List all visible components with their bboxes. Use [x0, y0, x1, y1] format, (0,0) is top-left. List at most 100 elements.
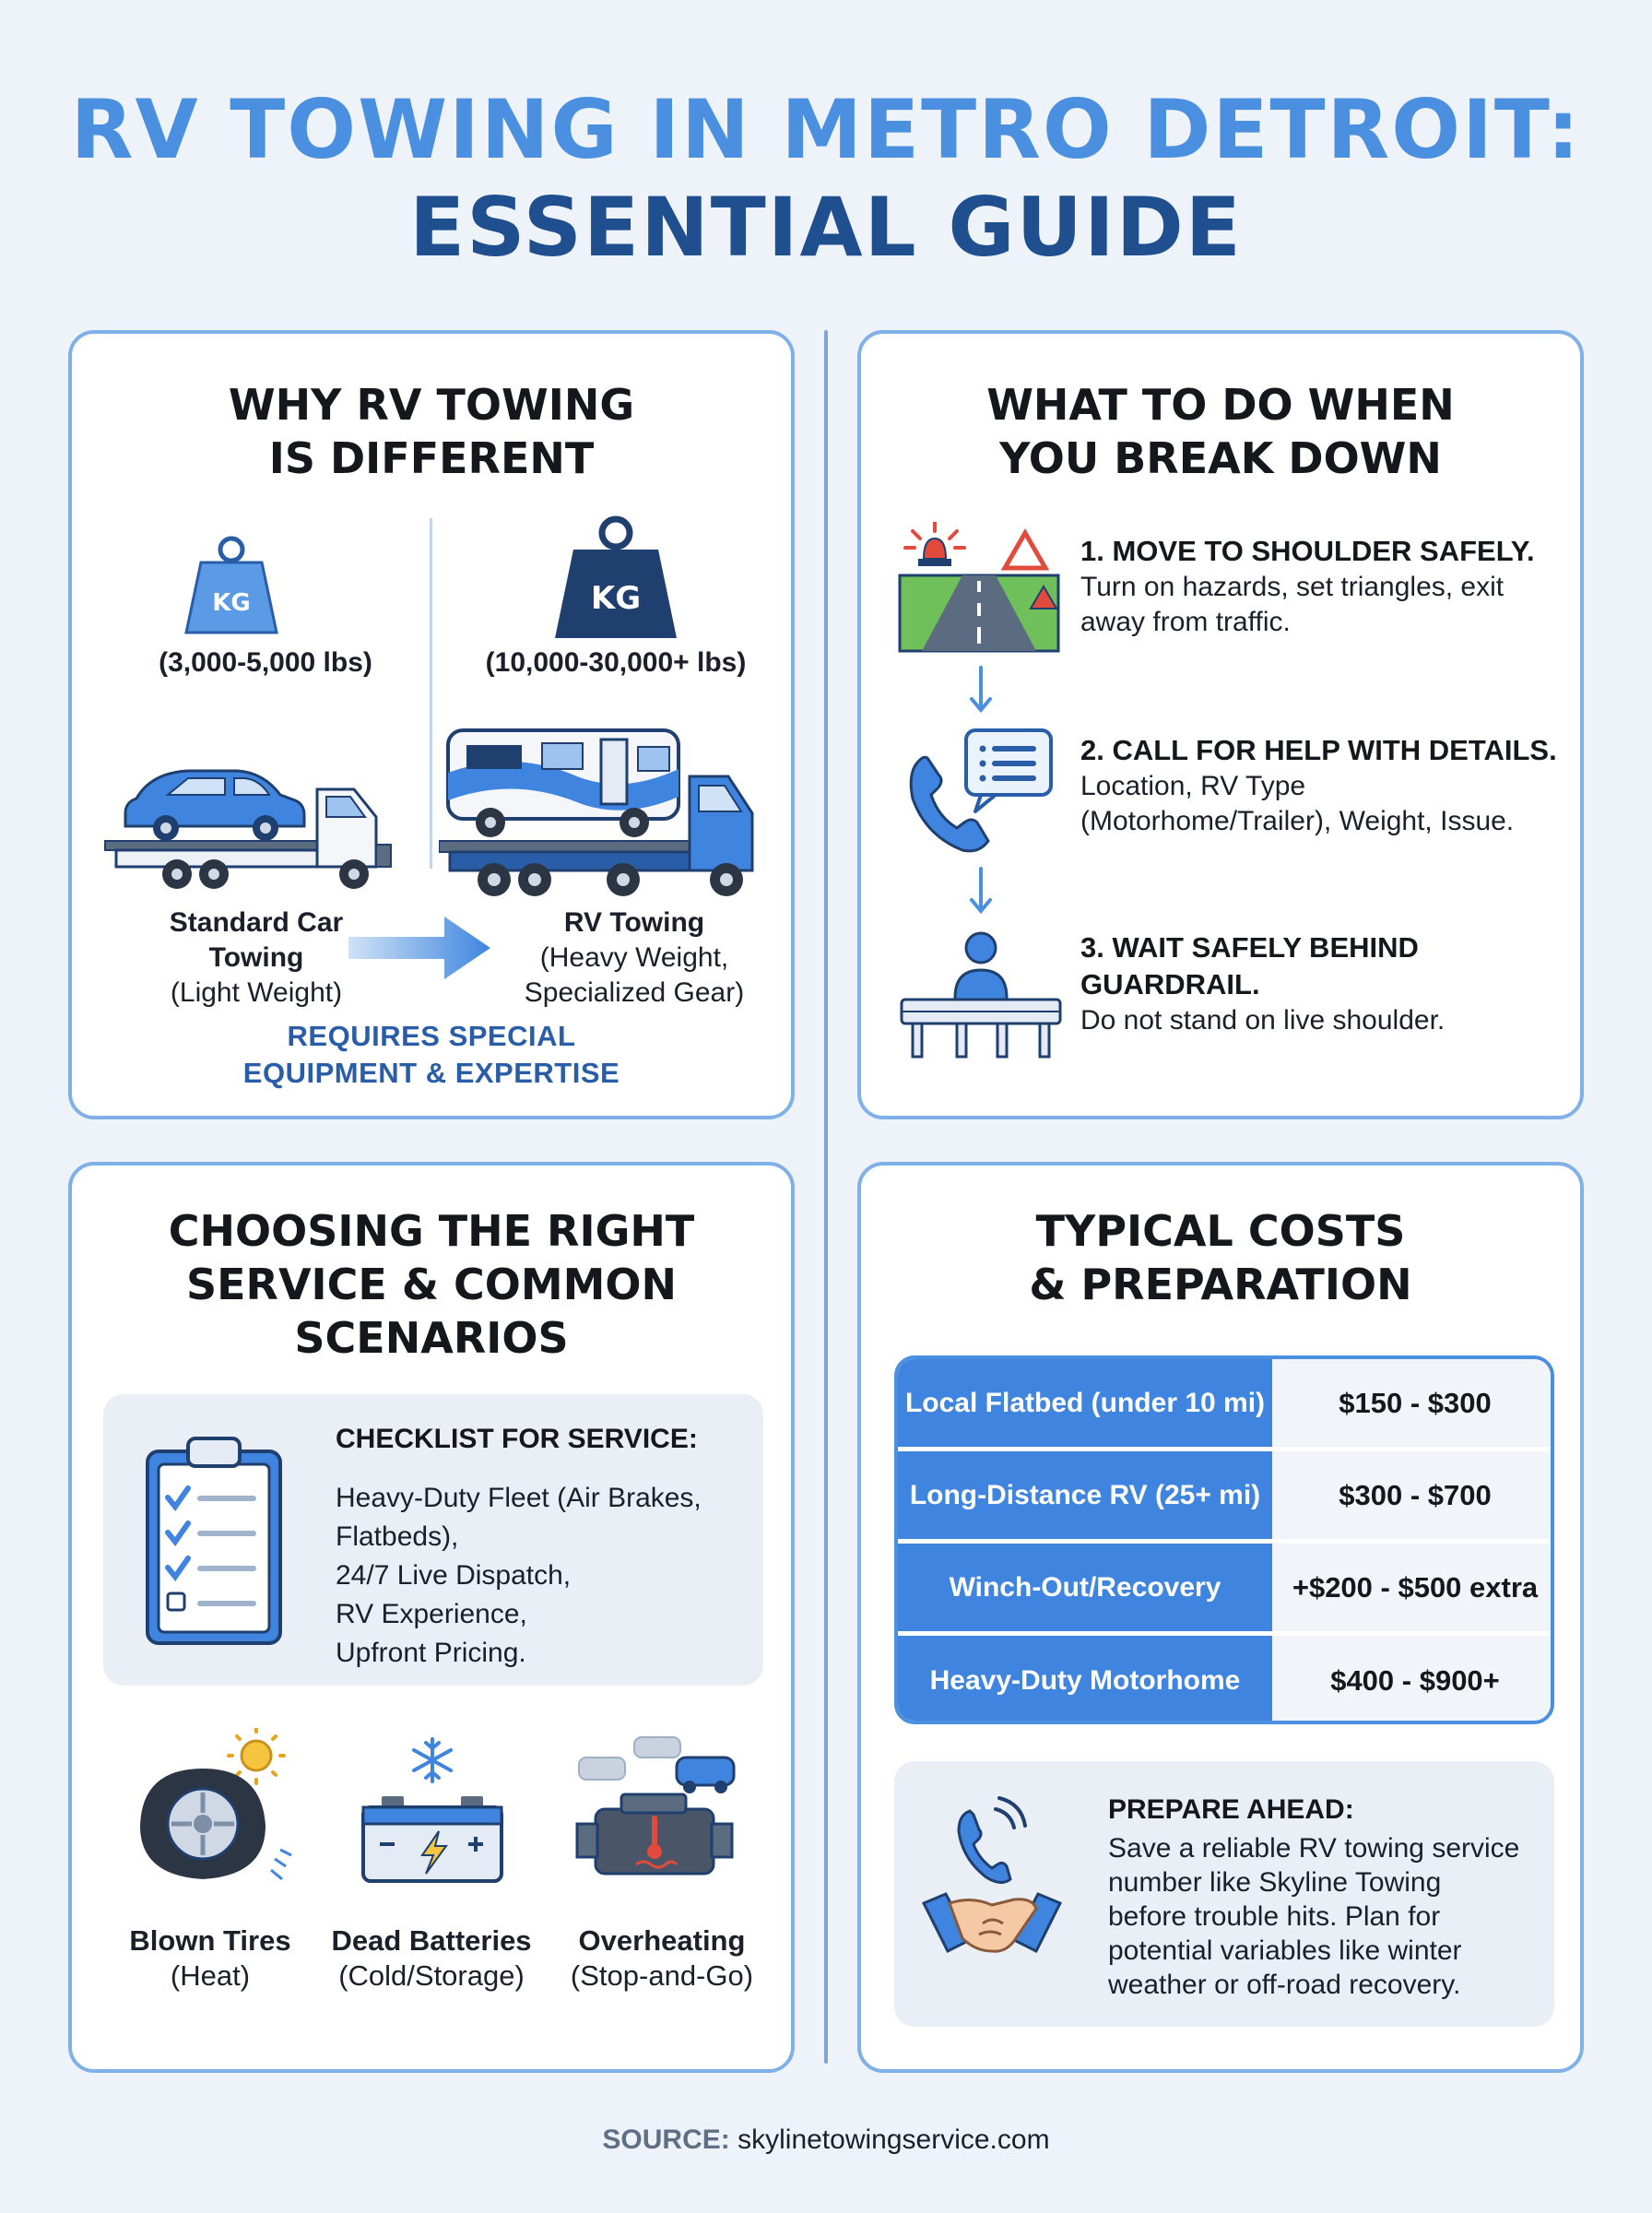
step-2-heading: 2. CALL FOR HELP WITH DETAILS.: [1080, 734, 1557, 766]
table-row: Local Flatbed (under 10 mi) $150 - $300: [898, 1359, 1551, 1450]
cost-price: +$200 - $500 extra: [1272, 1544, 1551, 1631]
table-row: Heavy-Duty Motorhome $400 - $900+: [898, 1636, 1551, 1721]
tire-sun-icon: [140, 1728, 292, 1881]
phone-chat-icon: [909, 728, 1053, 853]
road-hazard-icon: [898, 522, 1060, 653]
prepare-ahead-heading: PREPARE AHEAD:: [1108, 1794, 1354, 1825]
source-url: skylinetowingservice.com: [738, 2124, 1050, 2155]
breakdown-panel-title: WHAT TO DO WHEN YOU BREAK DOWN: [861, 378, 1580, 485]
guardrail-person-icon: [900, 931, 1062, 1059]
car-tow-truck-icon: [104, 769, 392, 889]
prepare-ahead-line: potential variables like winter: [1108, 1935, 1462, 1966]
step-2-body-line-1: Location, RV Type: [1080, 771, 1306, 801]
scenario-blown-tires: Blown Tires (Heat): [90, 1923, 330, 1994]
light-weight-range: (3,000-5,000 lbs): [159, 647, 372, 678]
breakdown-title-line-2: YOU BREAK DOWN: [999, 433, 1442, 483]
heavy-kg-text: KG: [591, 580, 641, 617]
table-row: Winch-Out/Recovery +$200 - $500 extra: [898, 1544, 1551, 1634]
choosing-title-line-1: CHOOSING THE RIGHT: [168, 1206, 695, 1256]
right-caption-line-2: (Heavy Weight,: [539, 942, 729, 973]
checklist-item: 24/7 Live Dispatch,: [336, 1560, 572, 1591]
why-title-line-1: WHY RV TOWING: [228, 380, 635, 430]
heavy-weight-icon: KG: [555, 515, 677, 638]
step-3-heading-line-2: GUARDRAIL.: [1080, 968, 1260, 1000]
step-1-heading: 1. MOVE TO SHOULDER SAFELY.: [1080, 535, 1535, 567]
scenario-cause: (Cold/Storage): [338, 1959, 525, 1992]
prepare-ahead-line: before trouble hits. Plan for: [1108, 1901, 1441, 1932]
costs-title-line-1: TYPICAL COSTS: [1035, 1206, 1406, 1256]
cost-service-name: Long-Distance RV (25+ mi): [898, 1451, 1272, 1539]
left-caption-line-1: Standard Car: [169, 907, 344, 938]
costs-title-line-2: & PREPARATION: [1029, 1260, 1412, 1309]
clipboard-checklist-icon: [146, 1437, 282, 1645]
title-line-1: RV TOWING IN METRO DETROIT:: [70, 82, 1582, 177]
step-3: 3. WAIT SAFELY BEHIND GUARDRAIL. Do not …: [1080, 929, 1569, 1038]
service-checklist-box: CHECKLIST FOR SERVICE: Heavy-Duty Fleet …: [103, 1394, 763, 1686]
standard-car-towing-caption: Standard Car Towing (Light Weight): [127, 905, 385, 1011]
table-row: Long-Distance RV (25+ mi) $300 - $700: [898, 1451, 1551, 1542]
requires-line-1: REQUIRES SPECIAL: [287, 1020, 576, 1052]
battery-snow-icon: [361, 1737, 503, 1883]
cost-service-name: Heavy-Duty Motorhome: [898, 1636, 1272, 1721]
step-1-body-line-1: Turn on hazards, set triangles, exit: [1080, 572, 1504, 602]
cost-price: $300 - $700: [1272, 1451, 1551, 1539]
rv-tow-truck-icon: [439, 728, 754, 896]
step-2: 2. CALL FOR HELP WITH DETAILS. Location,…: [1080, 732, 1578, 839]
choosing-title-line-3: SCENARIOS: [294, 1313, 569, 1363]
why-title-line-2: IS DIFFERENT: [268, 433, 595, 483]
scenario-name: Blown Tires: [129, 1924, 291, 1957]
prepare-ahead-text: PREPARE AHEAD: Save a reliable RV towing…: [1108, 1794, 1541, 2002]
arrow-down-icon: [970, 666, 992, 714]
step-2-body-line-2: (Motorhome/Trailer), Weight, Issue.: [1080, 806, 1515, 836]
rv-towing-caption: RV Towing (Heavy Weight, Specialized Gea…: [496, 905, 773, 1011]
scenario-name: Overheating: [578, 1924, 746, 1957]
choosing-service-panel: CHOOSING THE RIGHT SERVICE & COMMON SCEN…: [68, 1162, 795, 2073]
costs-preparation-panel: TYPICAL COSTS & PREPARATION Local Flatbe…: [857, 1162, 1584, 2073]
right-caption-line-1: RV Towing: [563, 907, 705, 938]
scenario-name: Dead Batteries: [331, 1924, 532, 1957]
why-panel-title: WHY RV TOWING IS DIFFERENT: [72, 378, 791, 485]
checklist-item: RV Experience,: [336, 1599, 527, 1629]
prepare-ahead-box: PREPARE AHEAD: Save a reliable RV towing…: [894, 1761, 1554, 2027]
step-3-heading: 3. WAIT SAFELY BEHIND: [1080, 931, 1419, 964]
cost-service-name: Local Flatbed (under 10 mi): [898, 1359, 1272, 1447]
costs-panel-title: TYPICAL COSTS & PREPARATION: [861, 1204, 1580, 1311]
source-label: SOURCE:: [602, 2124, 730, 2155]
phone-handshake-icon: [921, 1796, 1063, 1954]
title-line-2: ESSENTIAL GUIDE: [409, 180, 1243, 275]
choosing-panel-title: CHOOSING THE RIGHT SERVICE & COMMON SCEN…: [72, 1204, 791, 1365]
left-caption-line-2: Towing: [208, 942, 304, 973]
scenario-cause: (Heat): [170, 1959, 251, 1992]
choosing-title-line-2: SERVICE & COMMON: [185, 1260, 678, 1309]
arrow-down-icon: [970, 867, 992, 915]
checklist-item: Heavy-Duty Fleet (Air Brakes,: [336, 1483, 702, 1513]
step-3-body: Do not stand on live shoulder.: [1080, 1005, 1446, 1035]
scenario-overheating: Overheating (Stop-and-Go): [542, 1923, 782, 1994]
step-1-body-line-2: away from traffic.: [1080, 607, 1291, 637]
cost-service-name: Winch-Out/Recovery: [898, 1544, 1272, 1631]
step-1: 1. MOVE TO SHOULDER SAFELY. Turn on haza…: [1080, 533, 1569, 640]
comparison-divider: [430, 518, 432, 869]
scenario-cause: (Stop-and-Go): [570, 1959, 754, 1992]
source-credit: SOURCE: skylinetowingservice.com: [0, 2124, 1652, 2156]
checklist-text: CHECKLIST FOR SERVICE: Heavy-Duty Fleet …: [336, 1424, 741, 1673]
heavy-weight-range: (10,000-30,000+ lbs): [485, 647, 747, 678]
light-weight-icon: KG: [184, 536, 278, 634]
checklist-item: Upfront Pricing.: [336, 1638, 526, 1668]
cost-table: Local Flatbed (under 10 mi) $150 - $300 …: [894, 1355, 1554, 1724]
cost-price: $400 - $900+: [1272, 1636, 1551, 1721]
prepare-ahead-line: weather or off-road recovery.: [1108, 1970, 1461, 2000]
requires-line-2: EQUIPMENT & EXPERTISE: [242, 1057, 620, 1089]
arrow-right-icon: [348, 917, 490, 979]
checklist-heading: CHECKLIST FOR SERVICE:: [336, 1424, 698, 1454]
breakdown-title-line-1: WHAT TO DO WHEN: [986, 380, 1455, 430]
engine-traffic-icon: [575, 1736, 736, 1876]
light-kg-text: KG: [212, 589, 251, 617]
why-rv-towing-panel: WHY RV TOWING IS DIFFERENT KG (3,000-5,0…: [68, 330, 795, 1119]
right-caption-line-3: Specialized Gear): [524, 977, 745, 1008]
cost-price: $150 - $300: [1272, 1359, 1551, 1447]
left-caption-line-3: (Light Weight): [170, 977, 343, 1008]
break-down-panel: WHAT TO DO WHEN YOU BREAK DOWN 1. MOVE T…: [857, 330, 1584, 1119]
checklist-item: Flatbeds),: [336, 1521, 459, 1552]
scenario-dead-batteries: Dead Batteries (Cold/Storage): [312, 1923, 551, 1994]
